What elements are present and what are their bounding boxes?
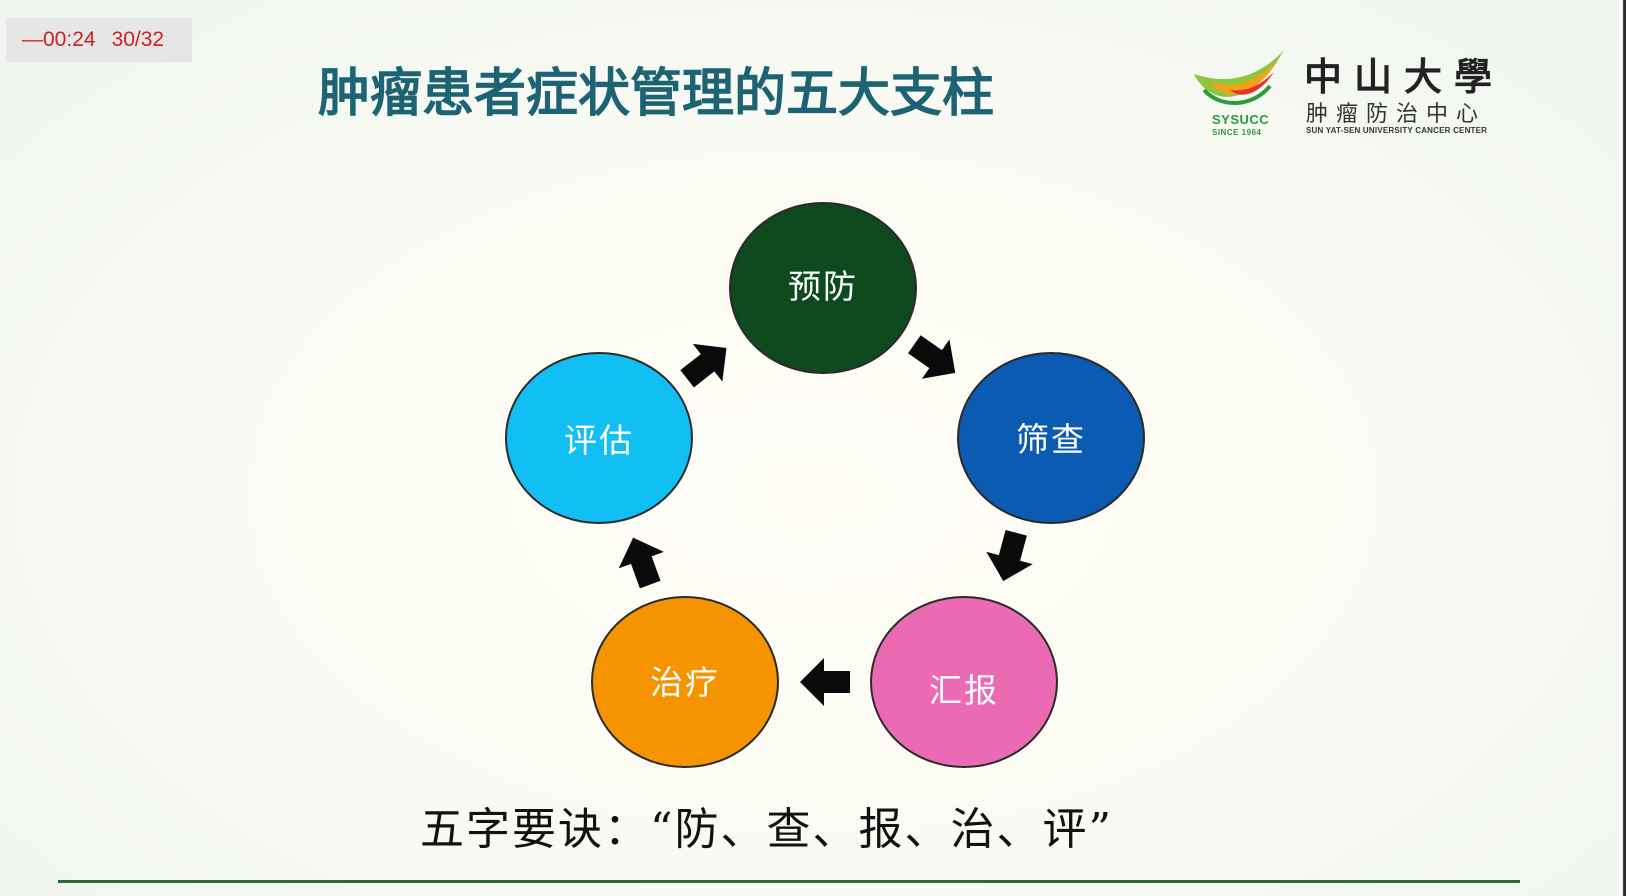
logo-abbreviation: SYSUCC	[1212, 112, 1270, 127]
node-label-prevent: 预防	[788, 267, 858, 306]
node-circle-screen	[957, 352, 1145, 524]
node-circle-report	[870, 596, 1058, 768]
elapsed-time: —00:24	[22, 28, 96, 51]
leaf-logo-icon	[1194, 50, 1284, 105]
node-circle-prevent	[729, 202, 917, 374]
arrow-screen-to-report-icon	[986, 529, 1033, 582]
window-edge	[1620, 0, 1626, 896]
arrow-assess-to-prevent-icon	[680, 343, 727, 388]
university-logo: SYSUCC SINCE 1964 中山大學 肿瘤防治中心 SUN YAT-SE…	[1190, 46, 1520, 142]
slide-title: 肿瘤患者症状管理的五大支柱	[318, 64, 995, 124]
arrow-report-to-treat-icon	[800, 658, 850, 706]
page-counter: 30/32	[111, 28, 165, 51]
node-label-assess: 评估	[564, 421, 634, 460]
playback-status: —00:24 30/32	[6, 18, 192, 62]
logo-english-name: SUN YAT-SEN UNIVERSITY CANCER CENTER	[1306, 126, 1488, 135]
node-circle-assess	[505, 352, 693, 524]
bottom-divider	[58, 880, 1520, 883]
logo-center-name: 肿瘤防治中心	[1306, 102, 1487, 127]
arrow-treat-to-assess-icon	[618, 537, 664, 589]
arrow-prevent-to-screen-icon	[908, 335, 956, 379]
node-circle-treat	[591, 596, 779, 768]
node-label-screen: 筛查	[1016, 420, 1086, 459]
five-word-motto: 五字要诀：“防、查、报、治、评”	[420, 804, 1113, 855]
node-label-report: 汇报	[929, 671, 999, 710]
logo-since: SINCE 1964	[1212, 128, 1262, 137]
node-label-treat: 治疗	[650, 663, 720, 702]
logo-university-name: 中山大學	[1304, 54, 1505, 99]
